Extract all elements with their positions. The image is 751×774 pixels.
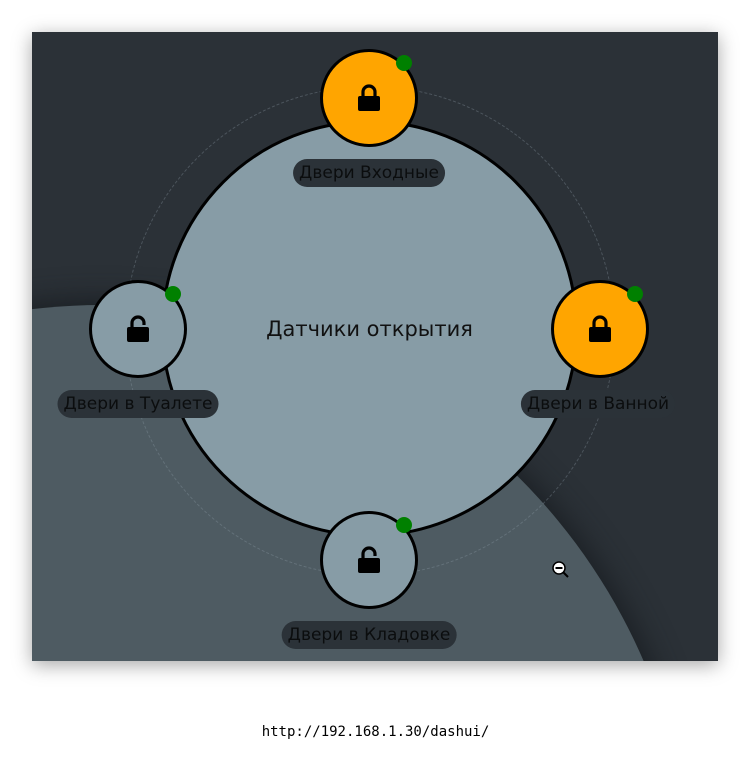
page-url: http://192.168.1.30/dashui/	[261, 724, 490, 740]
status-dot-bathroom-door	[627, 286, 643, 302]
lock-open-icon	[127, 315, 149, 342]
status-dot-toilet-door	[165, 286, 181, 302]
label-front-door: Двери Входные	[293, 159, 445, 187]
lock-closed-icon	[358, 84, 380, 111]
label-pantry-door: Двери в Кладовке	[281, 621, 457, 649]
lock-closed-icon	[589, 315, 611, 342]
node-toilet-door[interactable]	[89, 280, 187, 378]
zoom-out-cursor-icon	[552, 561, 569, 578]
label-bathroom-door: Двери в Ванной	[520, 390, 676, 418]
status-dot-pantry-door	[396, 517, 412, 533]
hub-title: Датчики открытия	[266, 316, 473, 341]
label-toilet-door: Двери в Туалете	[57, 390, 219, 418]
sensor-hub[interactable]: Датчики открытия	[161, 120, 578, 537]
node-bathroom-door[interactable]	[551, 280, 649, 378]
lock-open-icon	[358, 546, 380, 573]
dashboard-panel: Датчики открытия Двери Входные Двери в Т…	[32, 32, 718, 661]
status-dot-front-door	[396, 55, 412, 71]
